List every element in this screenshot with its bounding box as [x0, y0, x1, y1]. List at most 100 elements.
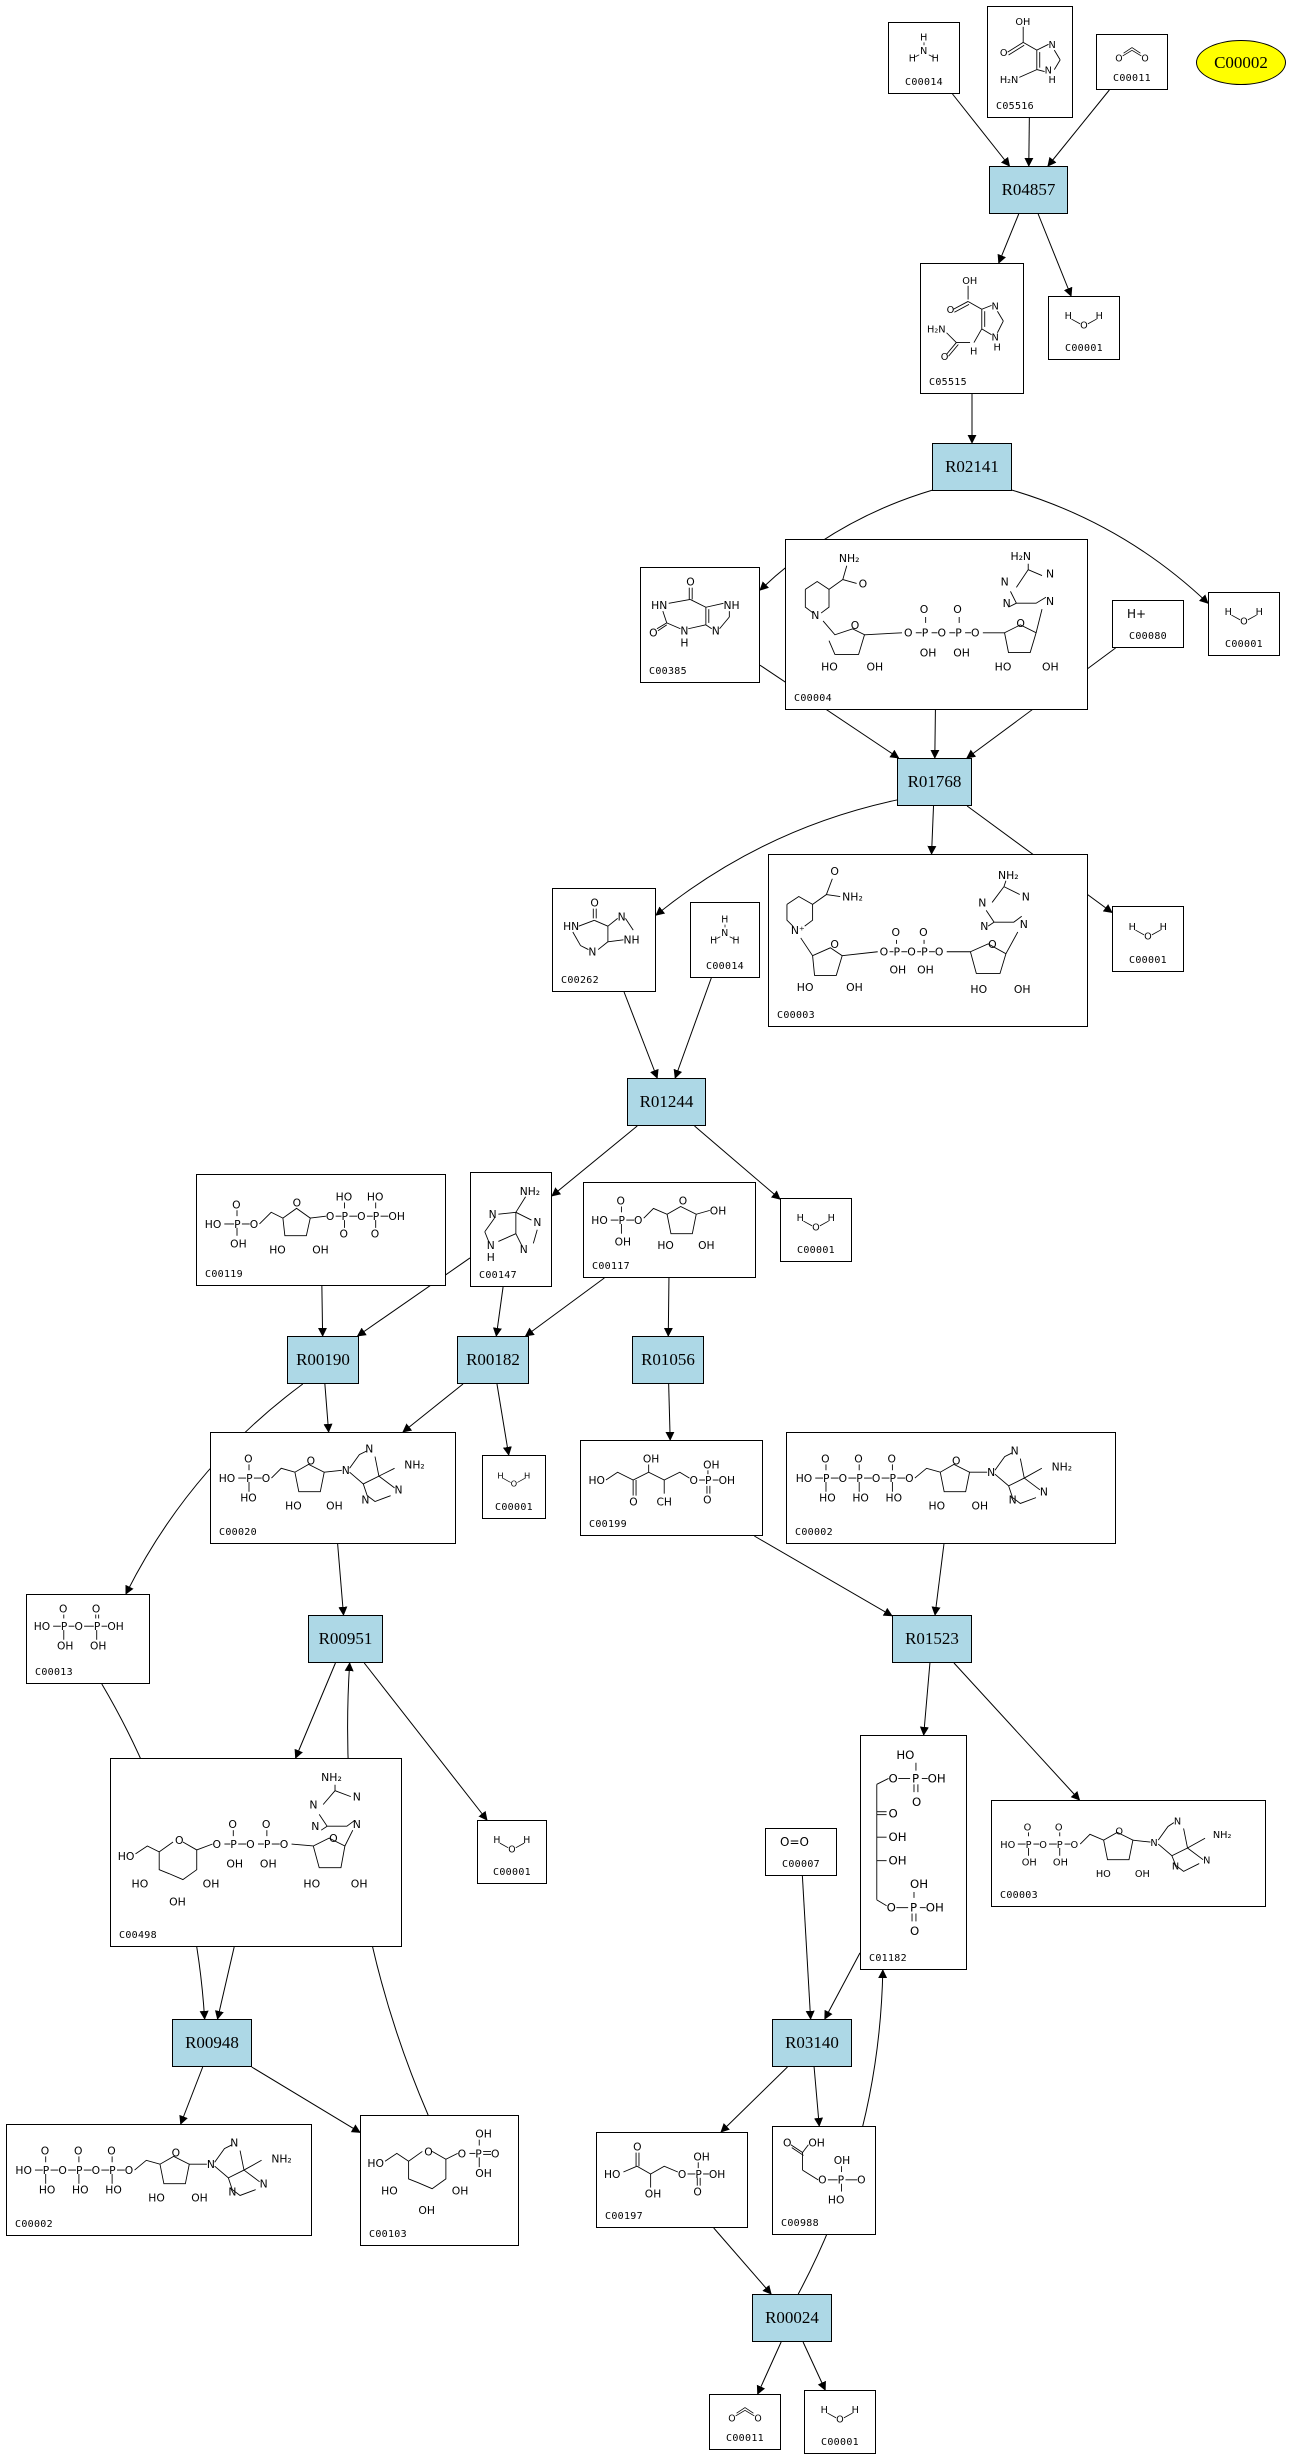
- svg-text:O: O: [340, 1228, 348, 1241]
- svg-text:OH: OH: [452, 2185, 469, 2198]
- svg-text:N: N: [1040, 1486, 1048, 1499]
- svg-text:OH: OH: [1015, 17, 1030, 28]
- svg-text:H: H: [721, 915, 728, 926]
- svg-text:H: H: [909, 54, 916, 65]
- svg-text:P: P: [893, 946, 900, 959]
- reaction-R01523[interactable]: R01523: [892, 1615, 972, 1663]
- svg-text:HO: HO: [72, 2184, 89, 2197]
- svg-text:HO: HO: [367, 2157, 384, 2170]
- svg-text:O: O: [678, 2168, 686, 2181]
- svg-text:P: P: [910, 1901, 917, 1915]
- svg-text:O: O: [910, 1924, 919, 1938]
- compound-id: C00001: [1065, 343, 1103, 354]
- svg-text:O: O: [58, 2164, 66, 2177]
- compound-id: C00147: [479, 1270, 517, 1281]
- svg-text:OH: OH: [808, 2137, 825, 2150]
- highlight-compound-C00002[interactable]: C00002: [1196, 40, 1286, 85]
- edge-R00951-to-c24: [363, 1662, 488, 1821]
- reaction-R00024[interactable]: R00024: [752, 2294, 832, 2342]
- edge-c1-to-R04857: [952, 93, 1011, 167]
- svg-text:OH: OH: [203, 1877, 220, 1890]
- reaction-R01768[interactable]: R01768: [897, 758, 972, 806]
- svg-text:O: O: [703, 1493, 711, 1506]
- edge-c11-to-R01244: [673, 977, 712, 1079]
- svg-text:NH₂: NH₂: [998, 869, 1019, 882]
- proton-formula: H+: [1127, 607, 1147, 621]
- reaction-R01056[interactable]: R01056: [632, 1336, 704, 1384]
- reaction-R00190[interactable]: R00190: [287, 1336, 359, 1384]
- reaction-R01244[interactable]: R01244: [627, 1078, 706, 1126]
- svg-text:OH: OH: [703, 1458, 719, 1471]
- svg-text:N: N: [1203, 1856, 1210, 1867]
- svg-text:N: N: [228, 2185, 236, 2198]
- svg-text:OH: OH: [1135, 1869, 1150, 1880]
- svg-text:OH: OH: [57, 1639, 73, 1652]
- svg-text:OH: OH: [1014, 983, 1031, 996]
- svg-text:NH₂: NH₂: [404, 1458, 424, 1471]
- svg-text:P: P: [109, 2164, 116, 2177]
- svg-text:O: O: [854, 1452, 862, 1465]
- svg-text:H: H: [1065, 311, 1072, 322]
- svg-text:HO: HO: [796, 1472, 813, 1485]
- compound-C00080-proton[interactable]: H+ C00080: [1112, 600, 1184, 648]
- svg-text:O: O: [511, 1479, 518, 1489]
- svg-text:O: O: [590, 897, 598, 910]
- reaction-R04857[interactable]: R04857: [989, 166, 1068, 214]
- svg-text:OH: OH: [260, 1858, 277, 1871]
- reaction-R00182[interactable]: R00182: [457, 1336, 529, 1384]
- svg-text:O: O: [329, 1832, 338, 1845]
- compound-id: C00007: [782, 1859, 820, 1870]
- edge-R00190-to-c22: [125, 1383, 304, 1595]
- reaction-R02141[interactable]: R02141: [932, 443, 1012, 491]
- svg-text:HO: HO: [886, 1492, 903, 1505]
- svg-text:OH: OH: [1053, 1858, 1068, 1869]
- compound-C00007-oxygen[interactable]: O=O C00007: [765, 1828, 837, 1876]
- svg-text:N: N: [1172, 1861, 1179, 1872]
- svg-text:HO: HO: [588, 1474, 604, 1487]
- svg-text:HO: HO: [303, 1877, 320, 1890]
- svg-text:OH: OH: [962, 276, 977, 287]
- reaction-R00948[interactable]: R00948: [172, 2019, 252, 2067]
- reaction-R03140[interactable]: R03140: [772, 2019, 852, 2067]
- edge-R03140-to-c31: [813, 2066, 824, 2127]
- svg-text:N: N: [1011, 1445, 1019, 1458]
- svg-text:P: P: [838, 2174, 845, 2187]
- reaction-R00951[interactable]: R00951: [308, 1615, 383, 1663]
- svg-text:N: N: [978, 896, 986, 909]
- svg-text:OH: OH: [834, 2154, 851, 2167]
